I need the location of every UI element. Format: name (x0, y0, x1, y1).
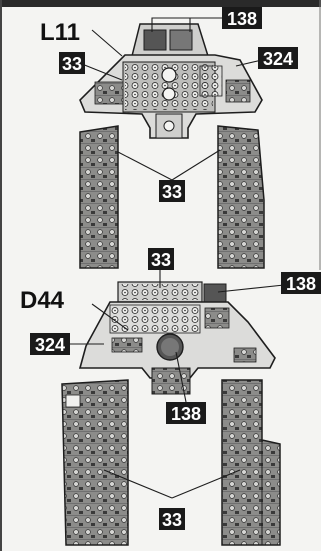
svg-text:33: 33 (162, 510, 182, 530)
svg-text:138: 138 (227, 9, 257, 29)
callout-upper-top: 138 (222, 7, 262, 29)
callout-lower-center: 138 (166, 402, 206, 424)
callout-upper-right: 324 (258, 47, 298, 69)
svg-text:138: 138 (286, 274, 316, 294)
svg-text:33: 33 (151, 250, 171, 270)
upper-left-side-console (79, 125, 119, 269)
part-label-lower: D44 (20, 287, 65, 314)
callout-upper-side-consoles: 33 (159, 180, 185, 202)
lower-leader-lines (70, 270, 285, 499)
upper-instrument-panel (79, 23, 263, 139)
lower-instrument-panel (78, 281, 276, 395)
callout-lower-side-consoles: 33 (159, 508, 185, 530)
callout-lower-right: 138 (281, 272, 321, 294)
svg-text:138: 138 (171, 404, 201, 424)
svg-text:33: 33 (162, 182, 182, 202)
svg-text:324: 324 (263, 49, 293, 69)
callout-lower-top: 33 (148, 248, 174, 270)
lower-right-side-console (221, 379, 281, 546)
part-label-upper: L11 (40, 19, 80, 46)
svg-text:33: 33 (62, 54, 82, 74)
upper-leader-lines (81, 17, 263, 181)
svg-text:324: 324 (35, 335, 65, 355)
upper-right-side-console (217, 125, 265, 269)
callout-upper-left: 33 (59, 52, 85, 74)
callout-lower-left: 324 (30, 333, 70, 355)
lower-left-side-console (61, 379, 129, 546)
